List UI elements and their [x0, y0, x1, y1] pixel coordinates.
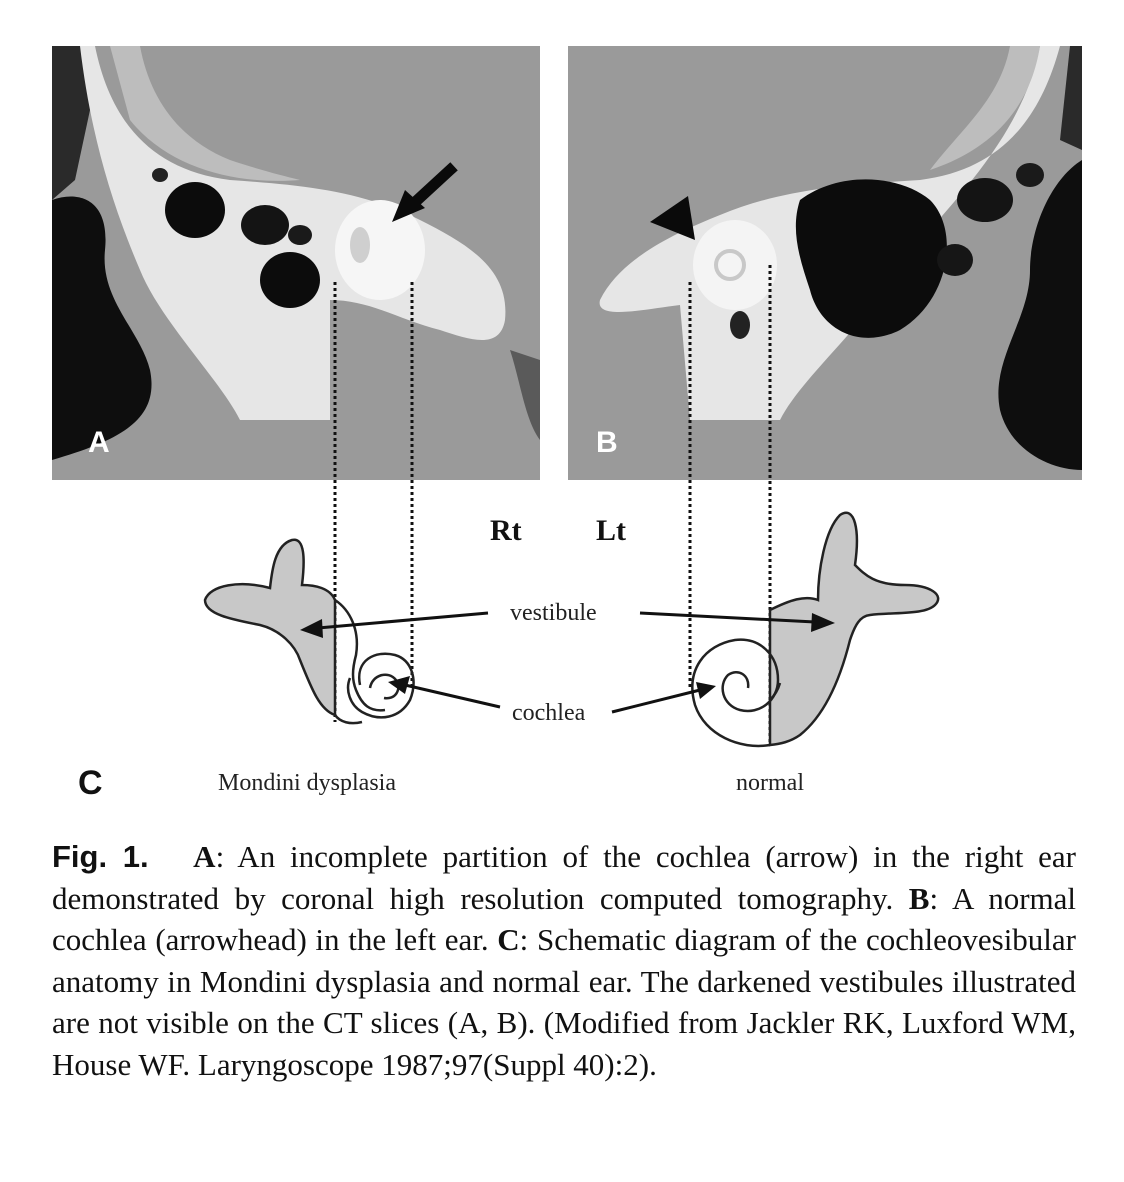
right-side-label: Rt — [490, 514, 522, 547]
vestibule-annotation: vestibule — [300, 600, 835, 638]
ct-panel-a: A — [52, 46, 540, 480]
panel-c-letter: C — [78, 764, 103, 802]
panel-b-letter: B — [596, 426, 618, 459]
caption-a-text: : An incomplete partition of the cochlea… — [52, 839, 1076, 916]
figure-label: Fig. 1. — [52, 839, 149, 874]
mondini-diagram — [203, 538, 415, 725]
figure: A B Rt Lt — [52, 46, 1082, 802]
normal-diagram — [691, 511, 940, 748]
caption-b-key: B — [908, 880, 930, 916]
caption-b-text: : A normal cochlea (arrowhead) in the le… — [52, 880, 1076, 958]
mondini-caption: Mondini dysplasia — [218, 770, 396, 796]
caption-a-key: A — [193, 839, 216, 874]
cochlea-label: cochlea — [512, 700, 586, 726]
vestibule-label: vestibule — [510, 600, 597, 626]
panel-a-letter: A — [88, 426, 110, 459]
left-side-label: Lt — [596, 514, 626, 547]
caption-c-text: : Schematic diagram of the cochleovesibu… — [52, 922, 1077, 1082]
figure-caption: Fig. 1. A: An incomplete partition of th… — [52, 836, 1076, 1085]
ct-panel-b: B — [568, 46, 1082, 480]
normal-caption: normal — [736, 770, 804, 796]
caption-c-key: C — [497, 922, 520, 957]
cochlea-annotation: cochlea — [388, 676, 716, 726]
